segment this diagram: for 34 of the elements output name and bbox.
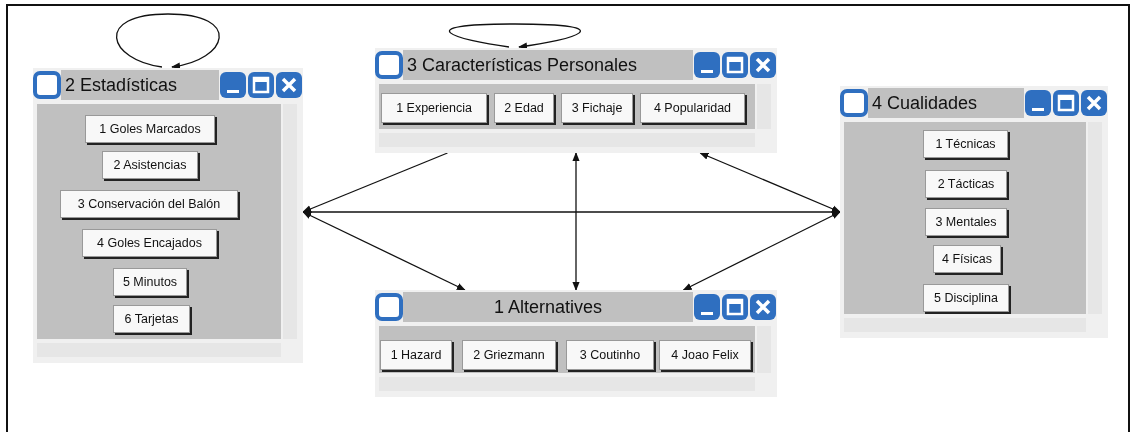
criterion-button: 1 Hazard (380, 340, 452, 370)
criterion-button: 3 Fichaje (561, 93, 633, 123)
window-panel (840, 86, 1108, 338)
criterion-button: 4 Joao Felix (659, 340, 751, 370)
criterion-button: 6 Tarjetas (113, 305, 190, 333)
arrow (682, 211, 841, 291)
criterion-button: 2 Asistencias (102, 151, 198, 179)
window-title: 3 Características Personales (403, 50, 693, 80)
self-loop-arrow (448, 23, 581, 50)
criterion-button: 3 Conservación del Balón (60, 190, 238, 218)
criterion-button: 5 Disciplina (923, 284, 1009, 312)
window-title: 4 Cualidades (868, 88, 1024, 118)
criterion-button: 5 Minutos (113, 268, 187, 296)
window-panel (375, 290, 777, 397)
criterion-button: 4 Popularidad (640, 93, 745, 123)
window-title: 1 Alternatives (403, 292, 693, 322)
criterion-button: 1 Goles Marcados (85, 115, 215, 143)
criterion-button: 2 Tácticas (925, 170, 1007, 198)
window-panel (33, 68, 303, 363)
criterion-button: 1 Técnicas (923, 130, 1008, 158)
criterion-button: 3 Mentales (925, 208, 1007, 236)
arrow (302, 152, 449, 213)
window-title: 2 Estadísticas (61, 70, 219, 100)
criterion-button: 1 Experiencia (381, 93, 487, 123)
criterion-button: 3 Coutinho (566, 340, 654, 370)
criterion-button: 2 Griezmann (462, 340, 556, 370)
window-panel (375, 48, 777, 153)
criterion-button: 2 Edad (494, 93, 554, 123)
arrow (572, 152, 580, 291)
criterion-button: 4 Físicas (933, 245, 1001, 273)
criterion-button: 4 Goles Encajados (82, 229, 217, 257)
arrow (302, 211, 466, 291)
arrow (699, 152, 841, 213)
self-loop-arrow (115, 13, 220, 69)
